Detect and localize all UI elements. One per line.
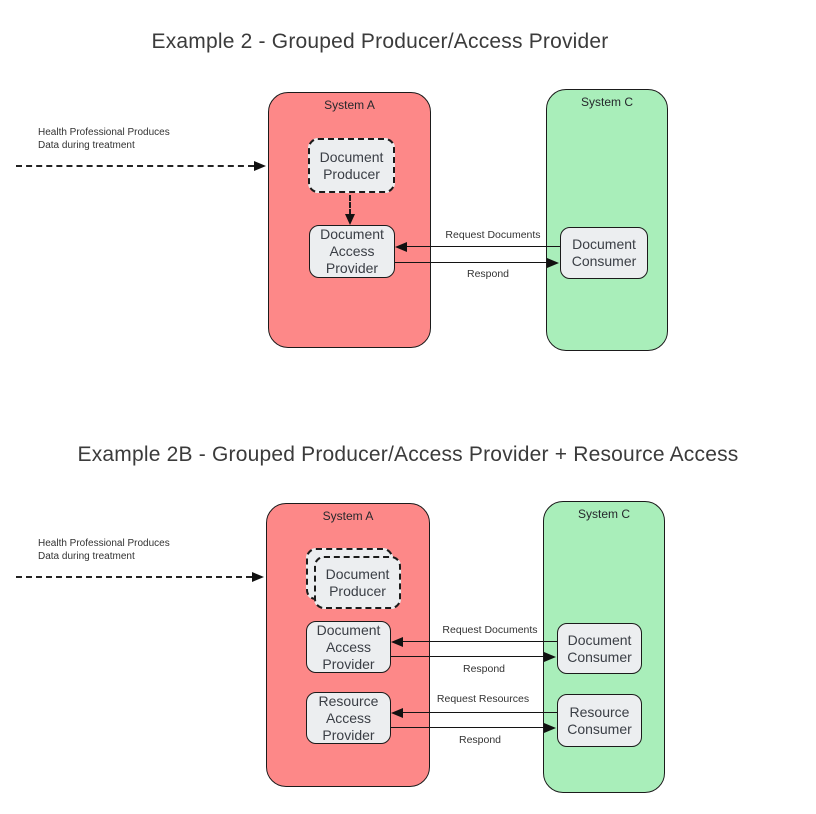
- document-consumer-node: Document Consumer: [557, 623, 642, 674]
- producer-to-provider-dashed-line: [349, 195, 351, 215]
- system-a-label: System A: [324, 98, 375, 112]
- arrowhead-right-icon: [254, 161, 266, 171]
- arrowhead-right-icon: [252, 572, 264, 582]
- system-c-label: System C: [580, 95, 633, 109]
- request-documents-label: Request Documents: [442, 624, 538, 636]
- health-professional-dashed-line: [16, 165, 254, 167]
- arrowhead-left-icon: [391, 708, 403, 718]
- request-documents-line: [406, 246, 560, 247]
- resource-consumer-node: Resource Consumer: [557, 694, 642, 747]
- annotation-line1: Health Professional Produces: [38, 538, 170, 549]
- arrowhead-down-icon: [345, 214, 355, 225]
- arrowhead-right-icon: [547, 258, 559, 268]
- arrowhead-right-icon: [544, 723, 556, 733]
- document-producer-node: Document Producer: [314, 556, 401, 609]
- document-access-provider-node: Document Access Provider: [306, 621, 391, 673]
- request-documents-label: Request Documents: [445, 229, 541, 241]
- respond-line: [395, 262, 548, 263]
- diagram2-title: Example 2B - Grouped Producer/Access Pro…: [77, 443, 739, 466]
- request-resources-label: Request Resources: [436, 693, 530, 705]
- respond-documents-label: Respond: [462, 663, 506, 675]
- system-a-label: System A: [322, 509, 374, 523]
- respond-documents-line: [391, 656, 545, 657]
- diagram1-annotation: Health Professional Produces Data during…: [38, 127, 170, 152]
- arrowhead-left-icon: [391, 637, 403, 647]
- diagram2-annotation: Health Professional Produces Data during…: [38, 538, 170, 563]
- respond-resources-label: Respond: [458, 734, 502, 746]
- diagram1-title: Example 2 - Grouped Producer/Access Prov…: [151, 30, 609, 53]
- respond-label: Respond: [466, 268, 510, 280]
- document-access-provider-node: Document Access Provider: [309, 225, 395, 278]
- health-professional-dashed-line: [16, 576, 252, 578]
- arrowhead-right-icon: [544, 652, 556, 662]
- annotation-line2: Data during treatment: [38, 550, 135, 562]
- document-consumer-node: Document Consumer: [560, 227, 648, 279]
- annotation-line1: Health Professional Produces: [38, 127, 170, 138]
- request-resources-line: [402, 712, 557, 713]
- respond-resources-line: [391, 727, 545, 728]
- annotation-line2: Data during treatment: [38, 139, 135, 151]
- system-c-container: System C: [546, 89, 668, 351]
- arrowhead-left-icon: [395, 242, 407, 252]
- request-documents-line: [402, 641, 557, 642]
- system-c-label: System C: [577, 507, 630, 521]
- document-producer-node: Document Producer: [308, 138, 395, 193]
- resource-access-provider-node: Resource Access Provider: [306, 692, 391, 744]
